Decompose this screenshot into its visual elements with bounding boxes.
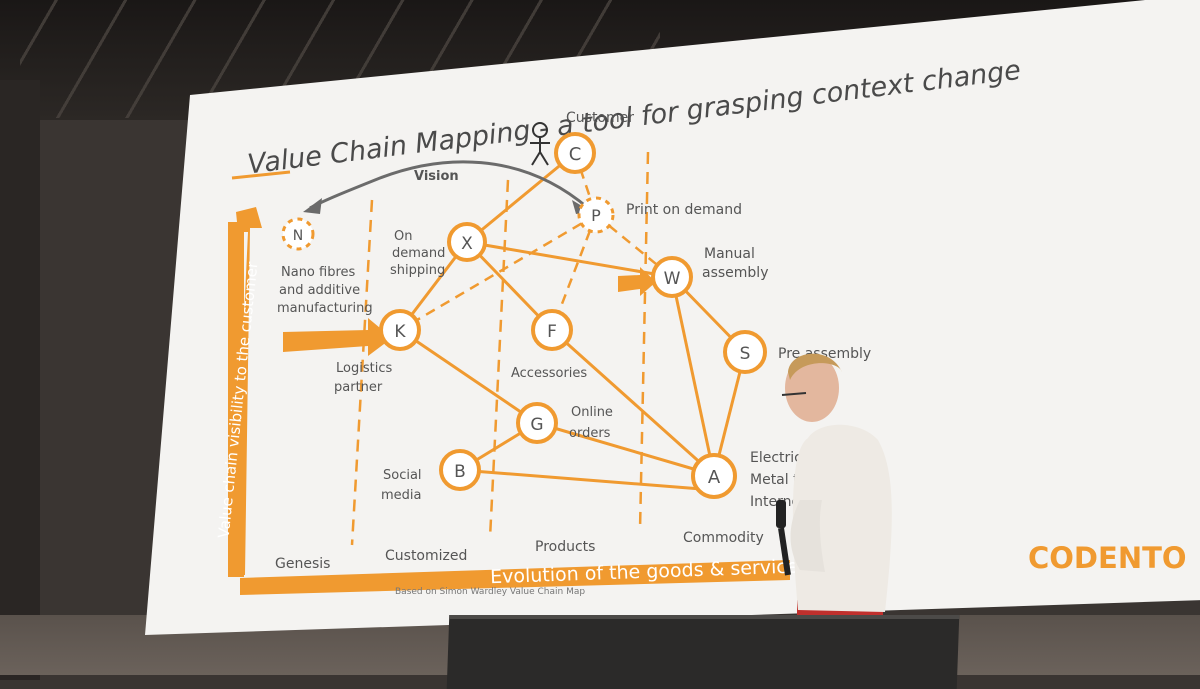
svg-text:W: W	[664, 269, 681, 289]
svg-text:Electric: Electric	[750, 450, 802, 466]
node-p: P Print on demand	[577, 196, 742, 234]
node-s: S Pre assembly	[723, 330, 871, 374]
svg-text:G: G	[530, 415, 543, 435]
stage-label-customized: Customized	[385, 548, 467, 564]
svg-text:media: media	[381, 488, 422, 503]
stage-label-commodity: Commodity	[683, 530, 764, 546]
slide-title: Value Chain Mapping - a tool for graspin…	[246, 55, 1023, 181]
projected-slide	[145, 0, 1200, 635]
svg-text:Online: Online	[571, 405, 613, 420]
title-underline	[231, 170, 291, 180]
presenter	[776, 353, 892, 630]
svg-text:Accessories: Accessories	[511, 366, 587, 381]
svg-text:and additive: and additive	[279, 283, 360, 298]
svg-text:Metal t: Metal t	[750, 472, 799, 488]
footnote: Based on Simon Wardley Value Chain Map	[395, 587, 585, 597]
svg-text:S: S	[740, 344, 751, 364]
svg-text:On: On	[394, 229, 412, 244]
node-n: N Nano fibres and additive manufacturing	[277, 217, 373, 316]
edges-solid	[398, 151, 747, 492]
svg-text:K: K	[394, 322, 406, 342]
node-g: G Online orders	[516, 402, 613, 444]
node-f: F Accessories	[511, 309, 587, 381]
svg-text:partner: partner	[334, 380, 383, 395]
svg-text:Manual: Manual	[704, 246, 755, 262]
stage-dividers	[350, 151, 650, 546]
svg-text:B: B	[454, 462, 466, 482]
stage-label-genesis: Genesis	[275, 556, 330, 572]
svg-text:assembly: assembly	[702, 265, 768, 281]
node-w: W Manual assembly	[651, 246, 768, 298]
svg-text:demand: demand	[392, 246, 445, 261]
vision-arrow	[309, 160, 589, 210]
svg-text:X: X	[461, 234, 473, 254]
arrow-right-icon	[618, 267, 656, 296]
node-b: B Social media	[381, 449, 481, 503]
arrow-right-icon	[283, 318, 392, 356]
svg-text:N: N	[293, 228, 303, 244]
person-icon	[530, 122, 550, 166]
podium	[446, 615, 960, 689]
vision-arrowhead-left	[303, 198, 322, 214]
svg-text:shipping: shipping	[390, 263, 445, 278]
svg-text:manufacturing: manufacturing	[277, 301, 373, 316]
y-axis	[228, 222, 244, 577]
node-c-label: Customer	[566, 110, 634, 126]
node-c: C Customer	[554, 110, 634, 174]
x-axis	[240, 560, 790, 595]
svg-text:A: A	[708, 467, 721, 488]
svg-text:Social: Social	[383, 468, 422, 483]
wall	[0, 80, 40, 680]
svg-text:P: P	[591, 206, 601, 225]
svg-text:Interne: Interne	[750, 494, 800, 510]
svg-text:Logistics: Logistics	[336, 361, 392, 376]
stage-label-products: Products	[535, 539, 595, 555]
node-x: X On demand shipping	[390, 222, 487, 278]
svg-text:F: F	[547, 322, 557, 342]
node-k: K Logistics partner	[334, 309, 421, 395]
vision-label: Vision	[414, 169, 459, 184]
svg-text:Nano fibres: Nano fibres	[281, 265, 356, 280]
codento-logo: CODENTO	[1028, 541, 1187, 575]
node-p-label: Print on demand	[626, 202, 742, 218]
svg-text:C: C	[569, 144, 582, 165]
value-chain-diagram: Value Chain Mapping - a tool for graspin…	[215, 55, 1187, 630]
svg-text:orders: orders	[569, 426, 611, 441]
node-a: A Electric Metal t Interne	[691, 450, 802, 510]
